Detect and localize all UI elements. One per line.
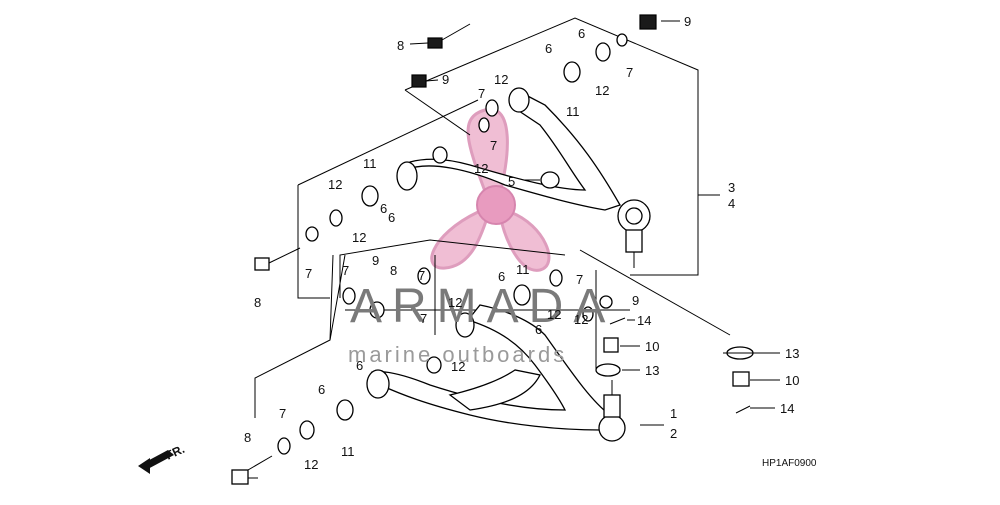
callout: 13 [785, 346, 799, 361]
callout: 14 [637, 313, 651, 328]
callout: 11 [566, 104, 580, 119]
callout: 8 [390, 263, 397, 278]
callout: 12 [547, 307, 561, 322]
callout: 12 [494, 72, 508, 87]
callout: 11 [341, 444, 355, 459]
callout: 6 [545, 41, 552, 56]
diagram-code: HP1AF0900 [762, 458, 817, 469]
callout: 12 [448, 295, 462, 310]
callout: 12 [474, 161, 488, 176]
callout: 12 [574, 312, 588, 327]
callout: 12 [595, 83, 609, 98]
upper-control-arm [396, 87, 651, 268]
callout-labels: 9 8 6 7 12 11 6 9 12 7 7 12 5 3 4 11 12 … [244, 14, 799, 472]
callout: 7 [418, 268, 425, 283]
callout: 7 [490, 138, 497, 153]
callout: 6 [578, 26, 585, 41]
callout: 4 [728, 196, 735, 211]
callout: 7 [478, 86, 485, 101]
callout: 12 [328, 177, 342, 192]
callout: 8 [244, 430, 251, 445]
callout: 7 [576, 272, 583, 287]
callout: 8 [397, 38, 404, 53]
callout: 6 [380, 201, 387, 216]
callout: 6 [535, 322, 542, 337]
callout: 10 [645, 339, 659, 354]
callout: 7 [420, 311, 427, 326]
callout: 7 [305, 266, 312, 281]
callout: 12 [304, 457, 318, 472]
callout: 6 [498, 269, 505, 284]
callout: 6 [318, 382, 325, 397]
callout: 7 [626, 65, 633, 80]
callout: 5 [508, 174, 515, 189]
callout: 14 [780, 401, 794, 416]
watermark-brand: ARMADA [350, 280, 615, 333]
callout: 12 [451, 359, 465, 374]
callout: 12 [352, 230, 366, 245]
front-marker-label: FR. [163, 442, 186, 463]
callout: 10 [785, 373, 799, 388]
callout: 3 [728, 180, 735, 195]
callout: 1 [670, 406, 677, 421]
leader-lines [409, 20, 780, 426]
callout: 2 [670, 426, 677, 441]
callout: 11 [363, 156, 377, 171]
callout: 7 [279, 406, 286, 421]
assembly-outlines [248, 17, 731, 479]
callout: 13 [645, 363, 659, 378]
callout: 9 [632, 293, 639, 308]
callout: 7 [342, 263, 349, 278]
callout: 9 [372, 253, 379, 268]
callout: 8 [254, 295, 261, 310]
callout: 9 [442, 72, 449, 87]
fasteners [231, 14, 754, 485]
callout: 11 [516, 262, 530, 277]
front-direction-arrow: FR. [138, 442, 187, 474]
watermark-subtitle: marine outboards [348, 342, 567, 367]
callout: 6 [388, 210, 395, 225]
callout: 9 [684, 14, 691, 29]
lower-control-arm [366, 304, 626, 442]
callout: 6 [356, 358, 363, 373]
